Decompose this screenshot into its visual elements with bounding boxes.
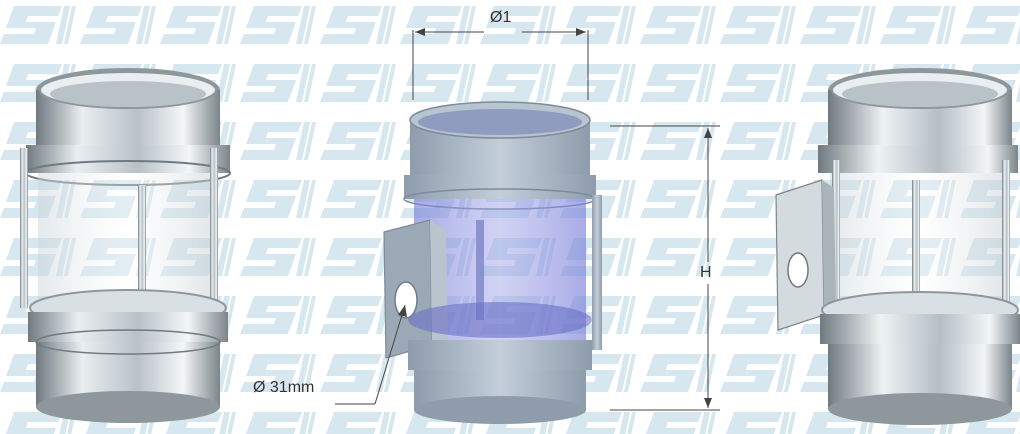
height-arrow-bottom (704, 398, 712, 408)
sight-glass-with-bracket-image (775, 68, 1020, 425)
hole-leader-diagonal (374, 304, 406, 405)
hole-leader-arrow (398, 305, 407, 317)
diameter-arrow-right (576, 28, 586, 36)
diameter-arrow-left (415, 28, 425, 36)
height-label: H (700, 264, 712, 281)
sight-glass-cad-image (383, 101, 602, 424)
height-arrow-top (704, 128, 712, 138)
hole-diameter-label: Ø 31mm (253, 379, 315, 396)
diameter-top-label: Ø1 (490, 9, 512, 26)
sight-glass-plain-image (20, 68, 231, 423)
